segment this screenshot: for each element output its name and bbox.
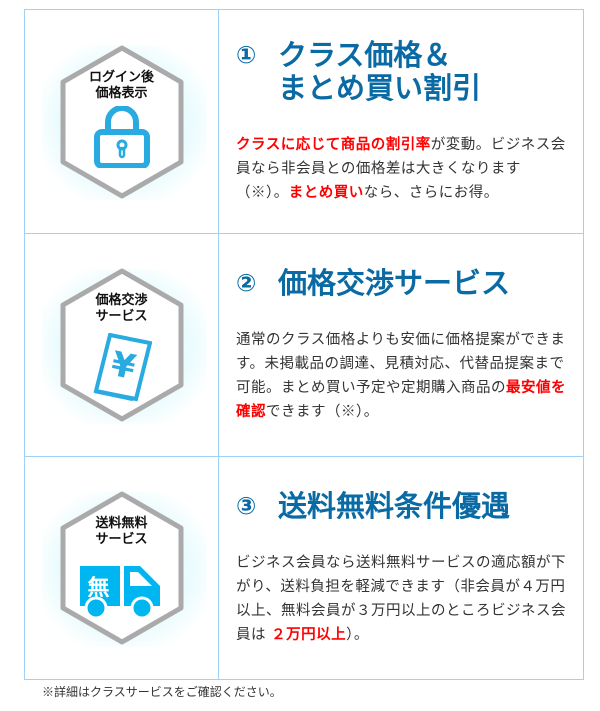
desc-text: なら、さらにお得。 [363, 184, 499, 201]
feature-content: ③ 送料無料条件優遇 ビジネス会員なら送料無料サービスの適応額が下がり、送料負担を… [219, 457, 583, 679]
title-line: 送料無料条件優遇 [278, 488, 511, 523]
badge-cell: ログイン後価格表示 [25, 10, 219, 233]
title-line: まとめ買い割引 [278, 70, 482, 105]
highlight-text: まとめ買い [288, 184, 364, 201]
hexagon-badge: 価格交渉サービス ¥ [57, 267, 187, 423]
desc-text: できます（※）。 [266, 403, 379, 420]
badge-label: ログイン後 [88, 69, 154, 85]
feature-row: 価格交渉サービス ¥ ② 価格交渉サービス 通常のクラス価格よりも安価に価格提案が… [25, 233, 583, 456]
highlight-text: ２万円以上 [271, 626, 347, 643]
delivery-truck-icon [57, 562, 187, 618]
badge-cell: 送料無料サービス 無 [25, 457, 219, 679]
feature-number: ② [236, 268, 257, 297]
feature-title: ③ 送料無料条件優遇 [236, 488, 567, 523]
feature-number: ① [236, 40, 257, 69]
title-line: 価格交渉サービス [278, 265, 511, 300]
feature-description: クラスに応じて商品の割引率が変動。ビジネス会員なら非会員との価格差は大きくなりま… [236, 133, 567, 205]
hexagon-badge: ログイン後価格表示 [57, 44, 187, 200]
badge-label: サービス [95, 309, 148, 324]
lock-icon [57, 105, 187, 168]
hexagon-badge: 送料無料サービス 無 [57, 490, 187, 646]
desc-text: ）。 [346, 626, 369, 643]
feature-row: ログイン後価格表示 ① クラス価格＆まとめ買い割引 クラスに応じて商品の割引率が変… [25, 10, 583, 233]
desc-text: 通常のクラス価格よりも安価に価格提案ができます。未掲載品の調達、見積対応、代替品… [236, 331, 566, 396]
feature-content: ① クラス価格＆まとめ買い割引 クラスに応じて商品の割引率が変動。ビジネス会員なら… [219, 10, 583, 233]
hexagon-icon [60, 45, 183, 198]
highlight-text: クラスに応じて商品の割引率 [236, 136, 431, 153]
truck-label: 無 [87, 576, 110, 601]
desc-text: が変動。ビジネス会員なら非会員との価格差は大きくなります（※）。 [236, 136, 566, 201]
feature-row: 送料無料サービス 無 ③ 送料無料条件優遇 ビジネス会員なら送料無料サービスの適応… [25, 456, 583, 679]
features-table: ログイン後価格表示 ① クラス価格＆まとめ買い割引 クラスに応じて商品の割引率が変… [24, 9, 584, 680]
badge-label: サービス [95, 532, 148, 547]
badge-cell: 価格交渉サービス ¥ [25, 234, 219, 456]
badge-label: 価格交渉 [95, 293, 148, 308]
feature-description: 通常のクラス価格よりも安価に価格提案ができます。未掲載品の調達、見積対応、代替品… [236, 328, 567, 424]
yen-document-icon: ¥ [57, 333, 187, 403]
feature-title: ② 価格交渉サービス [236, 265, 567, 300]
badge-label: 価格表示 [95, 85, 148, 101]
feature-number: ③ [236, 491, 257, 520]
highlight-text: 最安値を確認 [236, 379, 566, 420]
feature-content: ② 価格交渉サービス 通常のクラス価格よりも安価に価格提案ができます。未掲載品の調… [219, 234, 583, 456]
badge-label: 送料無料 [95, 516, 148, 531]
feature-description: ビジネス会員なら送料無料サービスの適応額が下がり、送料負担を軽減できます（非会員… [236, 551, 567, 647]
desc-text: ビジネス会員なら送料無料サービスの適応額が下がり、送料負担を軽減できます（非会員… [236, 554, 566, 643]
footnote: ※詳細はクラスサービスをご確認ください。 [42, 685, 282, 699]
title-line: クラス価格＆ [278, 37, 452, 72]
feature-title: ① クラス価格＆まとめ買い割引 [236, 37, 567, 105]
